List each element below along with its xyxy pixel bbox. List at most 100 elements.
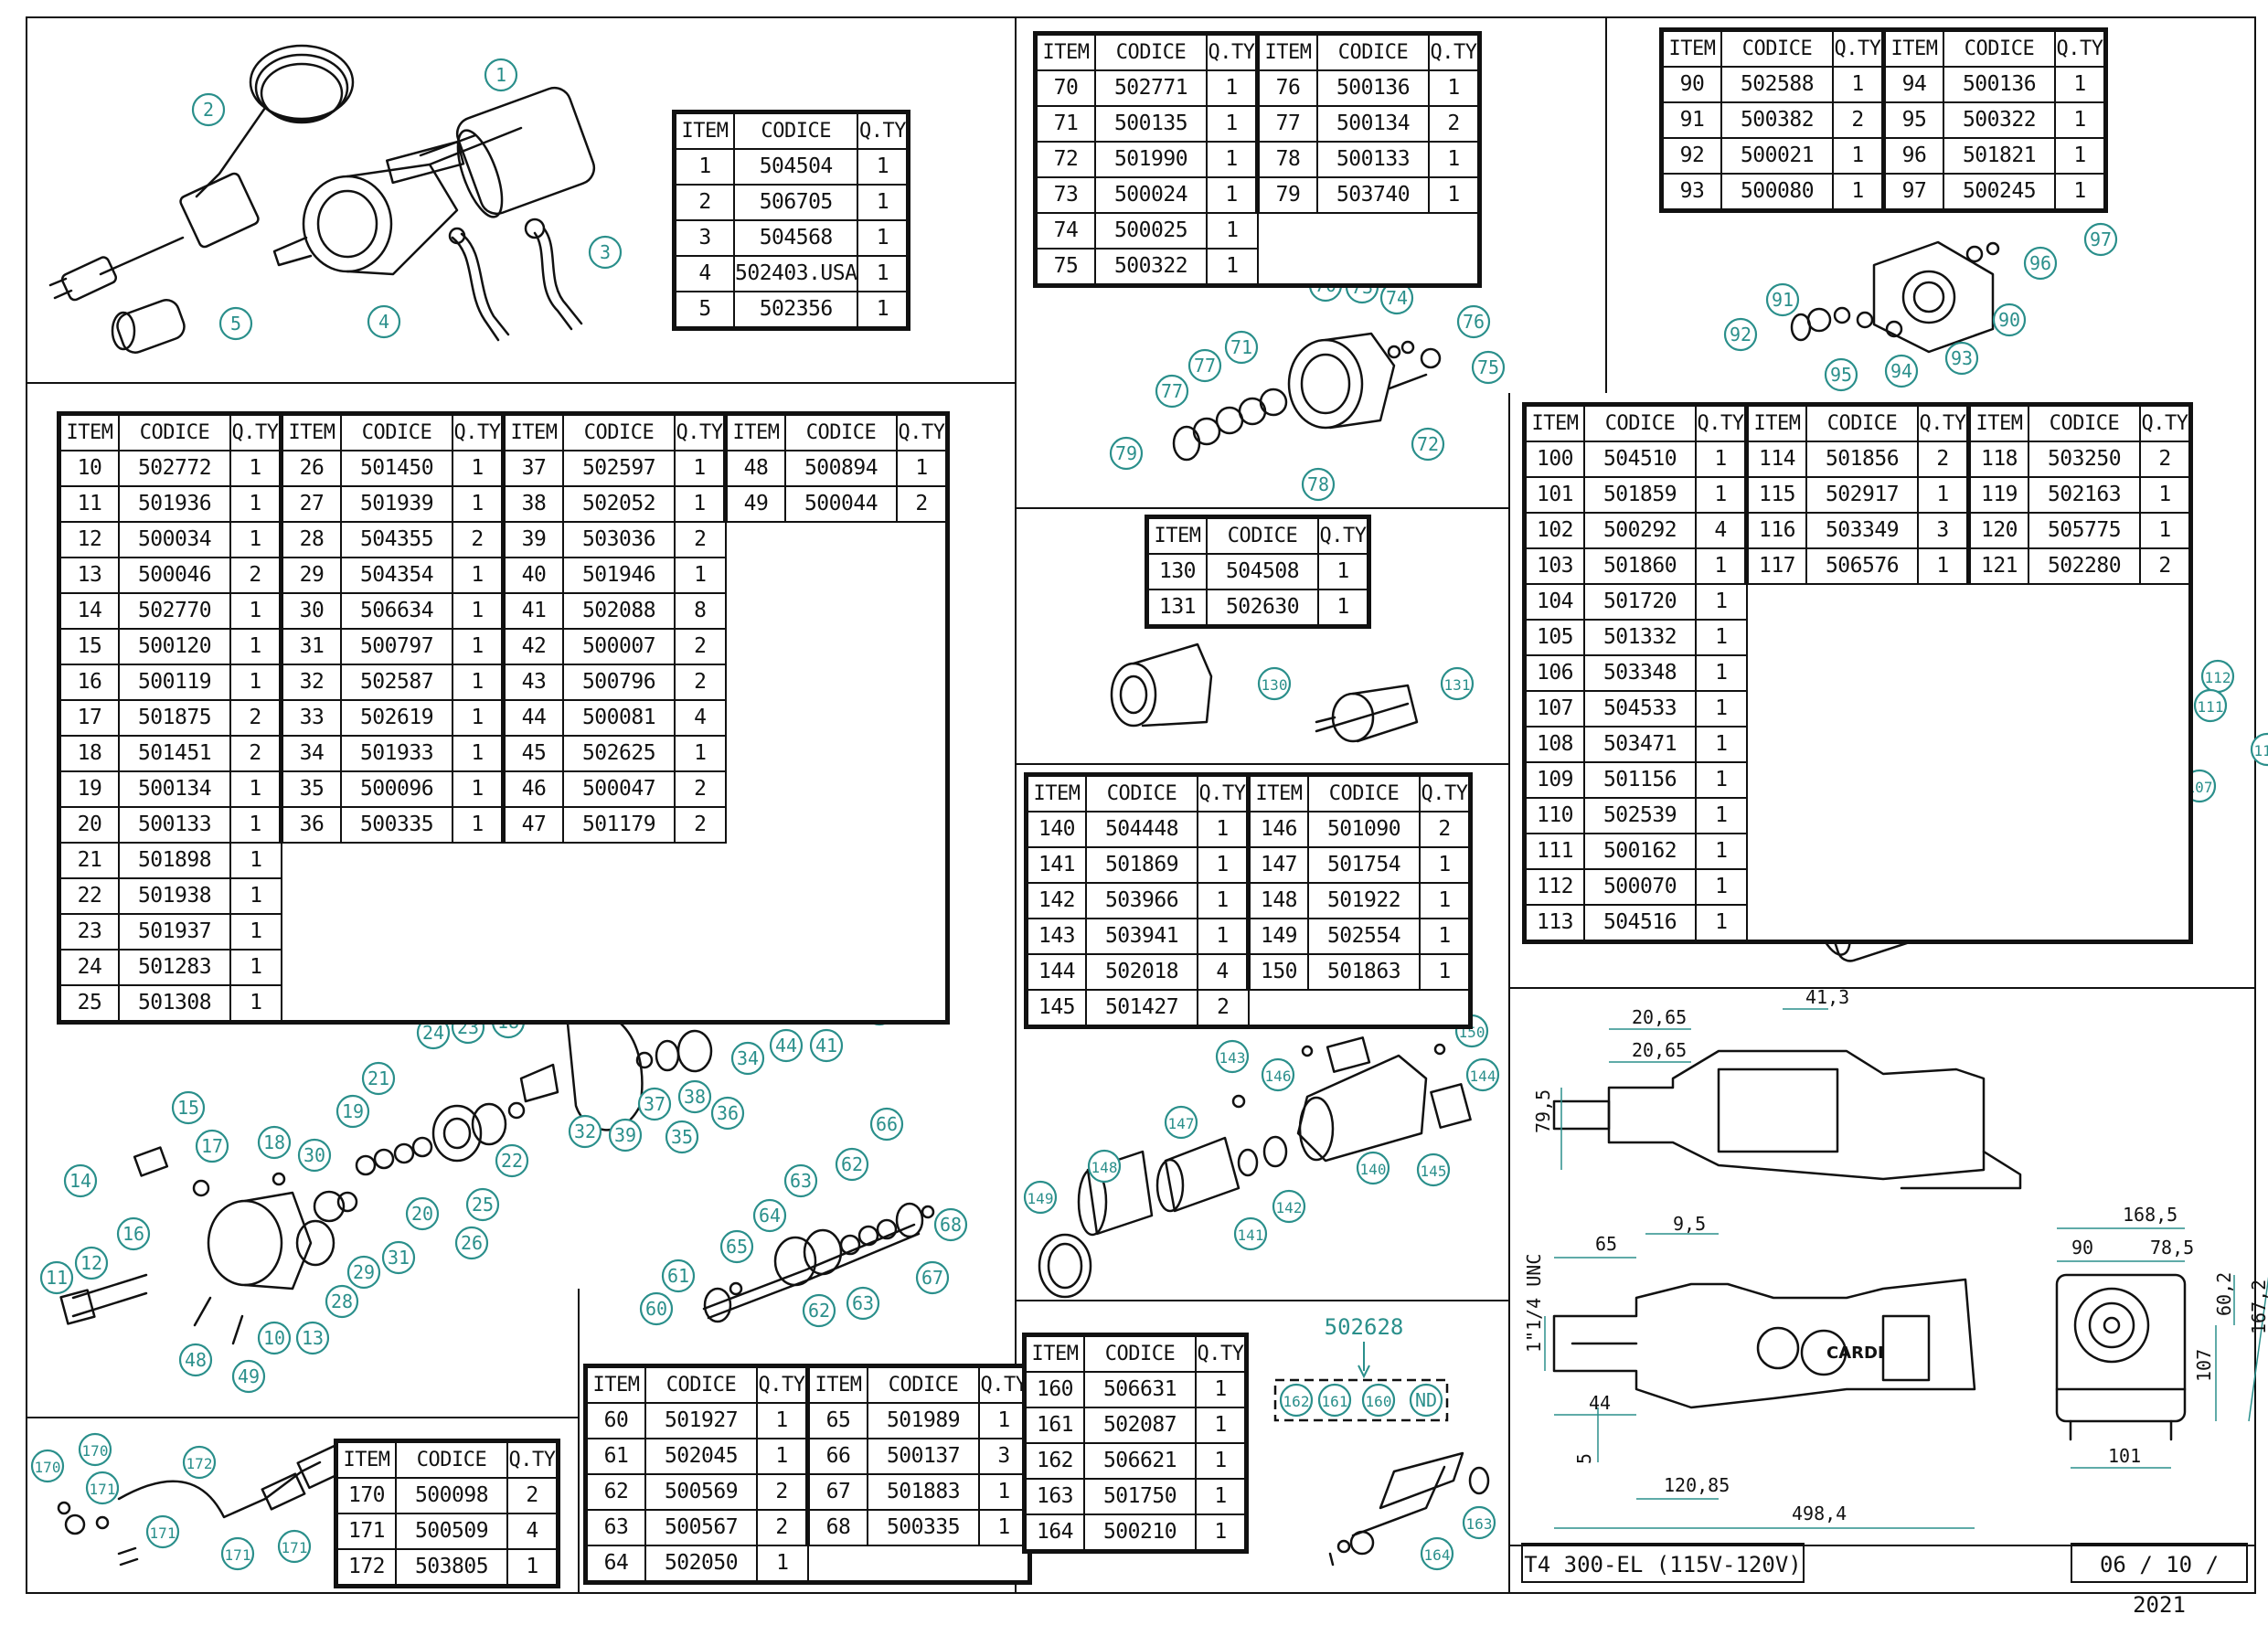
part-code-cell: [785, 771, 897, 807]
dimension-label: 65: [1595, 1233, 1617, 1255]
callout-number: 65: [726, 1236, 748, 1258]
top-view-outline: [1552, 1049, 2022, 1190]
callout-number: 74: [1386, 287, 1408, 309]
part-code-cell: [785, 807, 897, 843]
part-code-cell: 502045: [644, 1438, 758, 1475]
quantity-cell: 1: [1419, 846, 1472, 884]
callout-number: 32: [574, 1121, 596, 1142]
item-number-cell: 130: [1145, 553, 1208, 590]
part-code-cell: 501927: [644, 1402, 758, 1439]
part-code-cell: 500509: [395, 1513, 508, 1550]
quantity-cell: 1: [1917, 547, 1970, 585]
part-code-cell: [2028, 727, 2140, 762]
part-code-cell: 501179: [562, 806, 676, 844]
item-number-cell: 74: [1034, 212, 1096, 250]
item-number-cell: 72: [1034, 141, 1096, 178]
quantity-cell: [1420, 990, 1471, 1027]
item-number-cell: [726, 807, 786, 843]
quantity-cell: 4: [506, 1513, 559, 1550]
hose-part: [57, 1444, 348, 1567]
column-header: ITEM: [501, 412, 564, 451]
column-header: CODICE: [1094, 32, 1208, 71]
part-code-cell: [1806, 798, 1918, 834]
part-code-cell: 501989: [867, 1402, 980, 1439]
item-number-cell: 2: [673, 184, 735, 221]
column-header: CODICE: [1316, 32, 1430, 71]
callout-bubble: 1: [484, 58, 518, 92]
quantity-cell: 2: [452, 521, 505, 558]
divider: [1015, 1300, 1508, 1301]
part-code-cell: [1308, 990, 1420, 1027]
part-code-cell: 500335: [867, 1509, 980, 1546]
part-code-cell: 500133: [118, 806, 231, 844]
part-code-cell: 501922: [1307, 882, 1421, 919]
item-number-cell: [1969, 798, 2029, 834]
quantity-cell: 1: [896, 450, 949, 487]
callout-number: 15: [177, 1097, 199, 1119]
callout-number: 35: [671, 1126, 693, 1148]
column-header: CODICE: [784, 412, 898, 451]
callout-bubble: 163: [1462, 1505, 1496, 1540]
callout-number: 146: [1265, 1067, 1292, 1085]
column-header: Q.TY: [1695, 403, 1748, 442]
item-number-cell: [726, 985, 786, 1023]
item-number-cell: 170: [335, 1477, 397, 1514]
callout-number: 39: [614, 1124, 636, 1146]
callout-number: 34: [737, 1047, 759, 1069]
quantity-cell: 1: [229, 521, 282, 558]
callout-number: 49: [238, 1365, 260, 1387]
quantity-cell: 1: [1197, 811, 1250, 848]
quantity-cell: [897, 593, 948, 629]
callout-number: 28: [331, 1290, 353, 1312]
quantity-cell: 2: [1832, 101, 1885, 139]
callout-bubble: 18: [257, 1125, 292, 1160]
part-code-cell: [2028, 655, 2140, 691]
column-header: Q.TY: [452, 412, 505, 451]
callout-number: 162: [1283, 1393, 1310, 1410]
column-header: CODICE: [1085, 773, 1198, 812]
part-code-cell: 502280: [2028, 547, 2141, 585]
callout-number: ND: [1415, 1389, 1437, 1411]
item-number-cell: 96: [1881, 137, 1944, 175]
quantity-cell: 1: [1206, 69, 1259, 107]
item-number-cell: 75: [1034, 248, 1096, 287]
dimension-label: 41,3: [1805, 986, 1849, 1008]
part-code-cell: 500025: [1094, 212, 1208, 250]
quantity-cell: 1: [1195, 1513, 1248, 1553]
quantity-cell: 1: [229, 806, 282, 844]
column-header: CODICE: [2028, 403, 2141, 442]
part-code-cell: 500133: [1316, 141, 1430, 178]
quantity-cell: 1: [1695, 654, 1748, 692]
item-number-cell: 35: [279, 770, 342, 808]
item-number-cell: 148: [1246, 882, 1309, 919]
quantity-cell: 2: [229, 557, 282, 594]
part-code-cell: 500007: [562, 628, 676, 665]
quantity-cell: [675, 843, 726, 878]
callout-bubble: 145: [1416, 1152, 1451, 1187]
callout-number: 143: [1219, 1049, 1246, 1067]
item-number-cell: [1249, 990, 1309, 1027]
quantity-cell: 1: [229, 592, 282, 630]
part-code-cell: 500134: [1316, 105, 1430, 143]
quantity-cell: 1: [1195, 1371, 1248, 1408]
callout-number: 95: [1830, 364, 1852, 386]
quantity-cell: 1: [229, 628, 282, 665]
quantity-cell: 2: [1419, 811, 1472, 848]
dimension-label: 20,65: [1632, 1039, 1687, 1061]
callout-bubble: 66: [869, 1107, 904, 1142]
quantity-cell: 2: [229, 699, 282, 737]
column-header: Q.TY: [674, 412, 727, 451]
item-number-cell: [1969, 691, 2029, 727]
item-number-cell: 38: [501, 485, 564, 523]
quantity-cell: 1: [1419, 918, 1472, 955]
part-code-cell: 500210: [1083, 1513, 1197, 1553]
